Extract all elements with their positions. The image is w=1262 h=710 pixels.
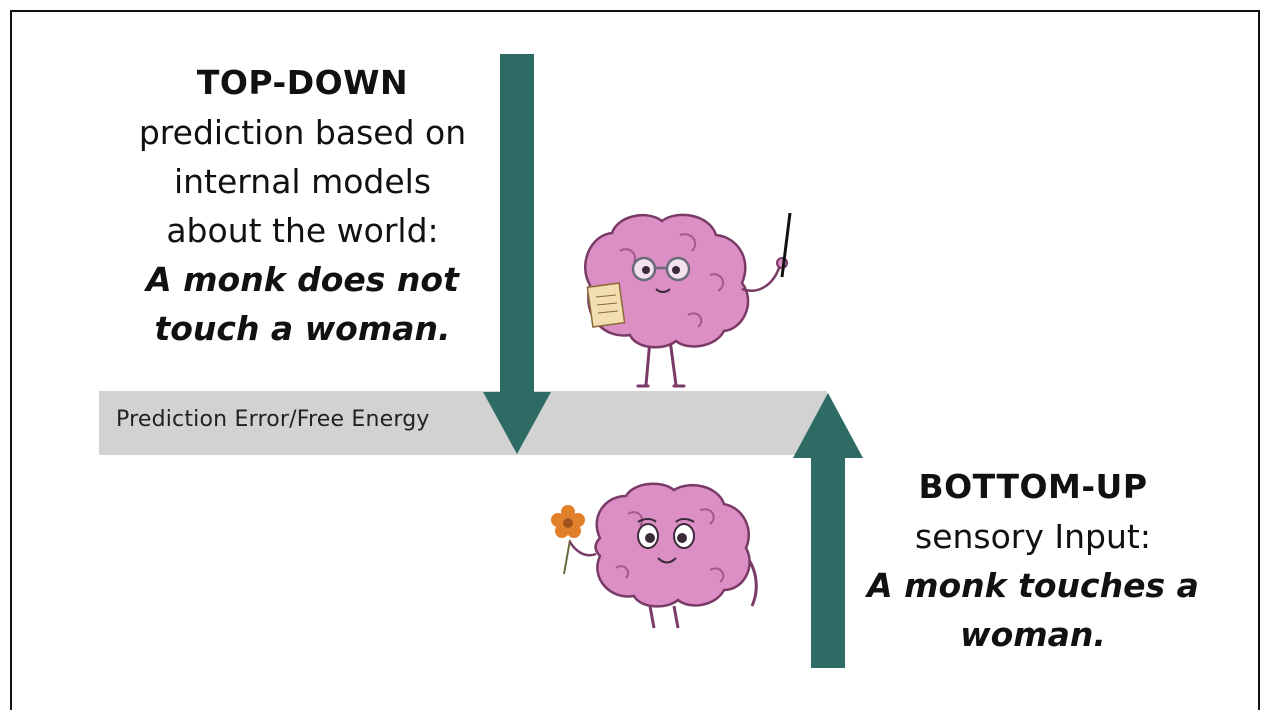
- brain-teacher-icon: [584, 212, 792, 388]
- bottom-up-arrow: [793, 393, 863, 668]
- bottom-up-example: A monk touches a: [867, 566, 1199, 605]
- top-down-example: A monk does not: [146, 260, 459, 299]
- slide-frame: [10, 10, 1260, 710]
- brain-flower-icon: [551, 482, 758, 629]
- top-down-example: touch a woman.: [154, 309, 451, 348]
- bottom-up-example: woman.: [960, 615, 1106, 654]
- bottom-up-heading: BOTTOM-UP: [918, 467, 1148, 506]
- prediction-error-band: [99, 391, 827, 455]
- top-down-arrow: [483, 54, 551, 454]
- top-down-heading: TOP-DOWN: [196, 63, 409, 102]
- prediction-error-label: Prediction Error/Free Energy: [116, 407, 430, 432]
- flower-icon: [551, 505, 585, 538]
- top-down-text: TOP-DOWN prediction based on internal mo…: [110, 58, 495, 353]
- top-down-line: about the world:: [166, 211, 439, 250]
- top-down-line: internal models: [173, 162, 432, 201]
- top-down-line: prediction based on: [138, 113, 467, 152]
- bottom-up-text: BOTTOM-UP sensory Input: A monk touches …: [848, 462, 1218, 659]
- bottom-up-line: sensory Input:: [915, 517, 1151, 556]
